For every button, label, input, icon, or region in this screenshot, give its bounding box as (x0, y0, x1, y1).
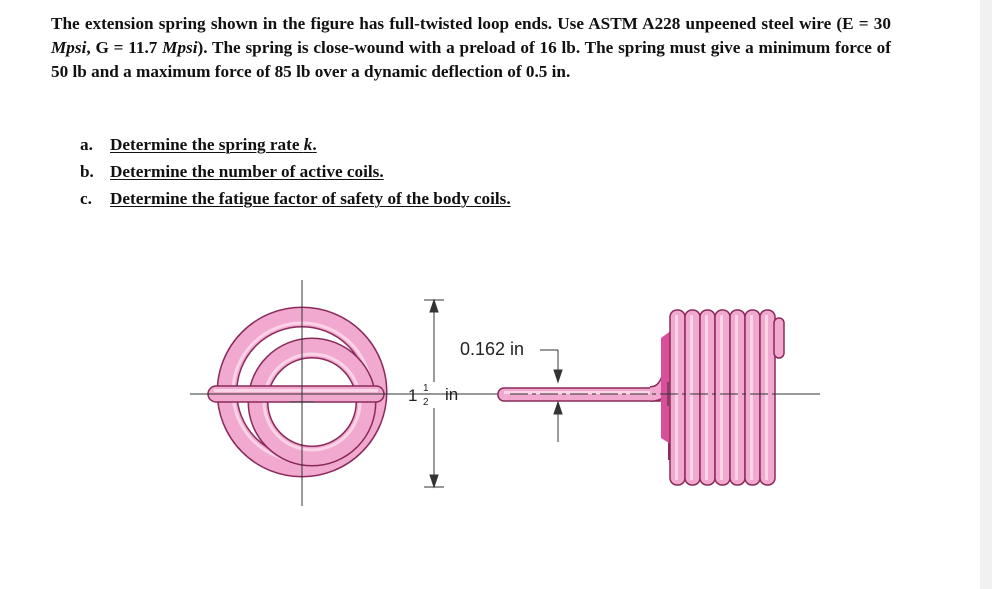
spring-figure: 1 1 2 in 0.162 in (190, 280, 820, 506)
loop-dim-denominator: 2 (423, 397, 429, 408)
loop-dim-whole: 1 (408, 386, 417, 405)
task-variable-k: k (303, 135, 313, 154)
problem-text-part3: ). The spring is close-wound with a prel… (51, 38, 891, 81)
task-text: Determine the number of active coils. (110, 162, 384, 181)
problem-statement: The extension spring shown in the figure… (51, 12, 891, 84)
loop-end-view (190, 280, 400, 506)
coil-side-view (497, 309, 820, 486)
coil-turns (669, 309, 776, 486)
wire-diameter-label: 0.162 in (460, 339, 524, 359)
wire-diameter-arrows (540, 349, 563, 442)
task-letter: a. (80, 135, 93, 154)
task-item-c: c. Determine the fatigue factor of safety… (80, 185, 511, 212)
loop-dim-numerator: 1 (423, 383, 429, 394)
task-list: a. Determine the spring rate k. b. Determi… (80, 131, 511, 212)
task-letter: b. (80, 162, 94, 181)
task-text: Determine the fatigue factor of safety o… (110, 189, 511, 208)
problem-text-part1: The extension spring shown in the figure… (51, 14, 891, 33)
problem-text-part2: , G = 11.7 (86, 38, 163, 57)
task-text-body: Determine the spring rate (110, 135, 304, 154)
loop-diameter-dimension (424, 298, 444, 489)
task-letter: c. (80, 189, 92, 208)
task-text-end: . (312, 135, 317, 154)
scrollbar-track[interactable] (980, 0, 992, 589)
modulus-unit-e: Mpsi (51, 38, 87, 57)
task-item-a: a. Determine the spring rate k. (80, 131, 511, 158)
modulus-unit-g: Mpsi (162, 38, 198, 57)
task-item-b: b. Determine the number of active coils. (80, 158, 511, 185)
task-text: Determine the spring rate k. (110, 135, 317, 154)
problem-text: The extension spring shown in the figure… (51, 12, 891, 84)
loop-dim-unit: in (445, 385, 458, 404)
